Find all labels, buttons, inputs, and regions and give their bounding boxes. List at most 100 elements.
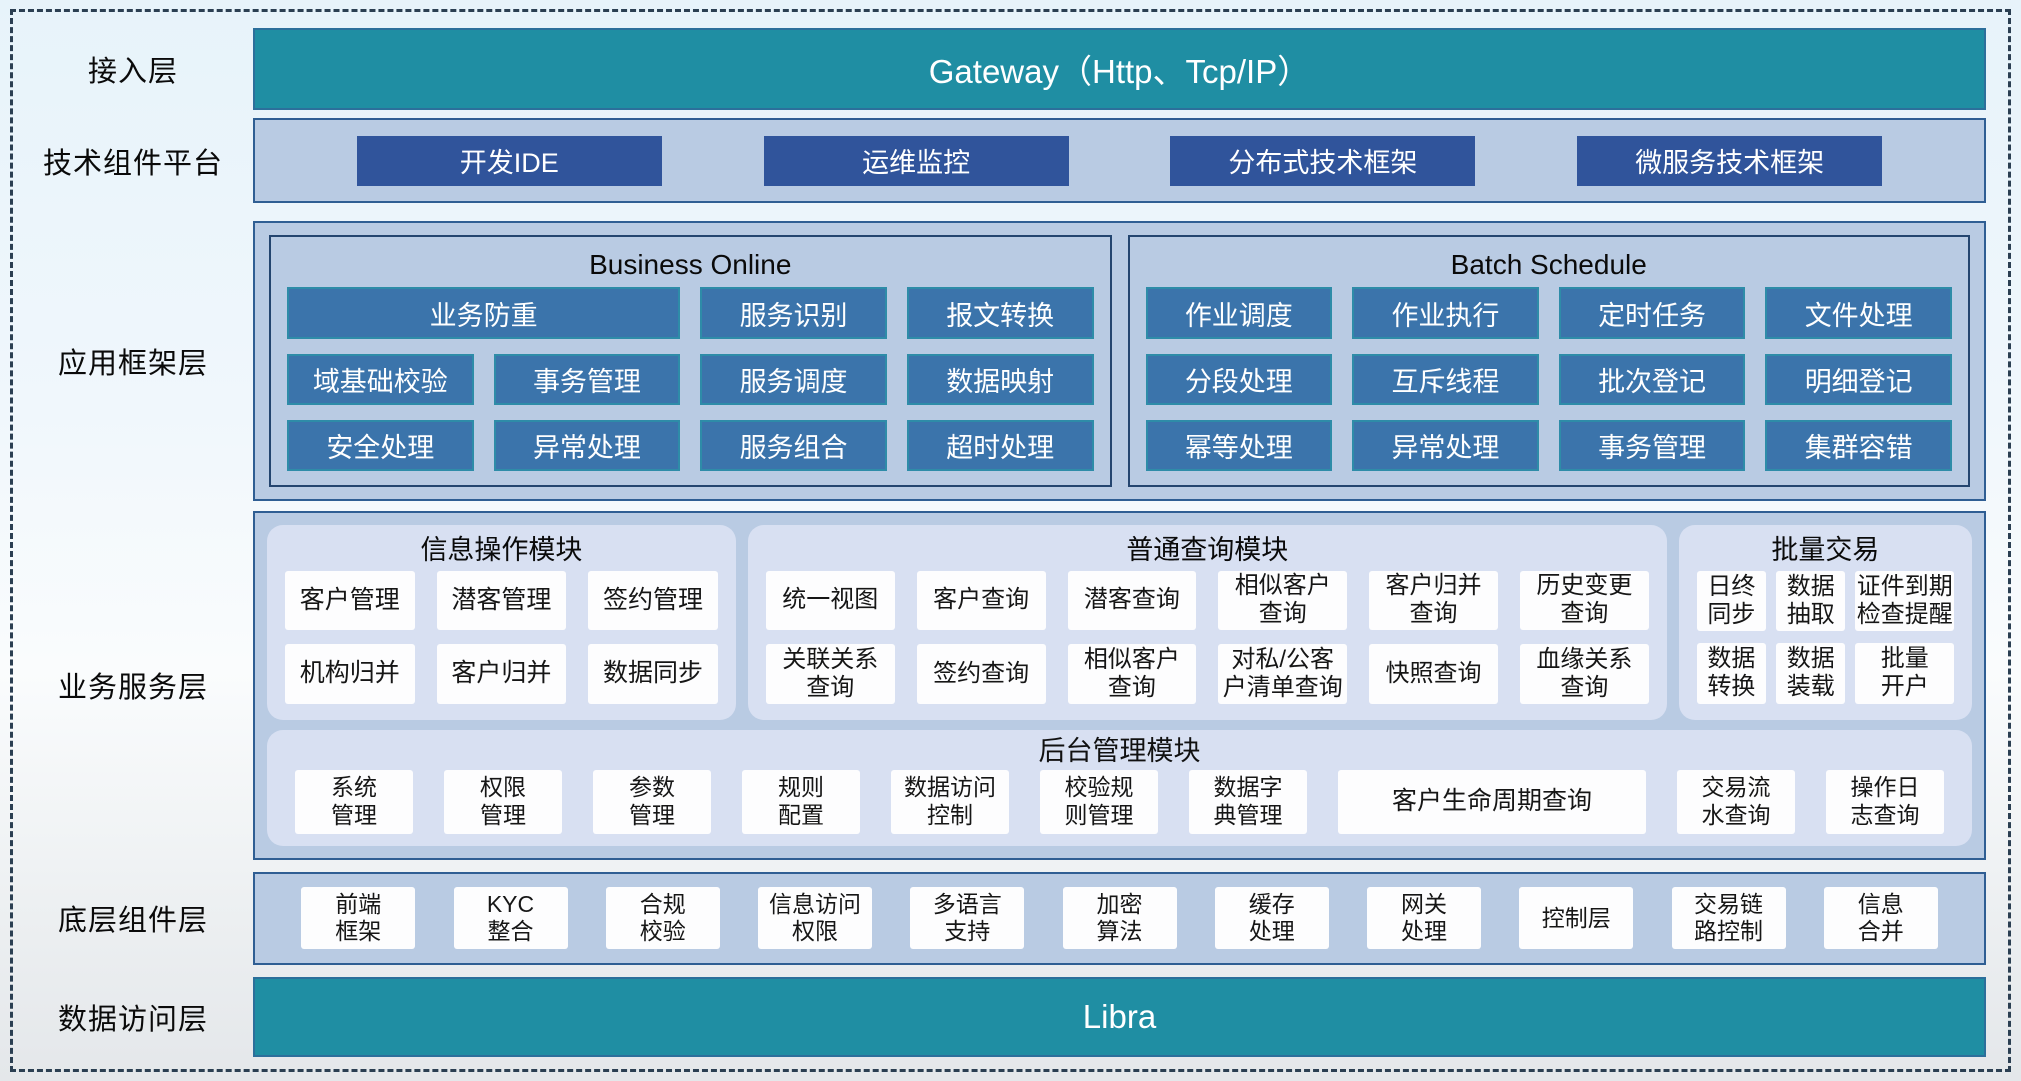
tech-platform-button: 分布式技术框架 bbox=[1170, 135, 1476, 186]
admin-module-button: 参数 管理 bbox=[593, 769, 711, 834]
query-module-title: 普通查询模块 bbox=[1126, 534, 1289, 565]
layer-label-access: 接入层 bbox=[87, 55, 178, 88]
query-module-button: 历史变更 查询 bbox=[1519, 570, 1649, 631]
info-module-title: 信息操作模块 bbox=[420, 534, 583, 565]
query-module-button: 快照查询 bbox=[1369, 644, 1498, 704]
admin-module-button: 操作日 志查询 bbox=[1826, 769, 1944, 834]
business-service-panel: 信息操作模块 客户管理 潜客管理 签约管理 机构归并 客户归并 数据同步 bbox=[253, 510, 1986, 860]
base-components-row: 底层组件层 前端 框架 KYC 整合 合规 校验 信息访问 权限 多语言 支持 … bbox=[13, 871, 1986, 966]
base-component-button: 信息 合并 bbox=[1823, 887, 1938, 950]
business-online-title: Business Online bbox=[589, 249, 792, 281]
query-module-button: 签约查询 bbox=[916, 644, 1046, 704]
batch-trade-button: 证件到期 检查提醒 bbox=[1855, 570, 1954, 632]
batch-schedule-button: 文件处理 bbox=[1765, 287, 1952, 339]
business-online-button: 异常处理 bbox=[493, 419, 681, 471]
base-component-button: 多语言 支持 bbox=[910, 887, 1025, 950]
batch-trade-title: 批量交易 bbox=[1771, 534, 1880, 565]
query-module-button: 关联关系 查询 bbox=[765, 644, 895, 704]
tech-platform-button: 运维监控 bbox=[763, 135, 1069, 186]
batch-schedule-button: 定时任务 bbox=[1558, 287, 1746, 339]
base-components-panel: 前端 框架 KYC 整合 合规 校验 信息访问 权限 多语言 支持 加密 算法 … bbox=[253, 871, 1986, 966]
admin-module-button: 数据字 典管理 bbox=[1189, 769, 1307, 834]
base-component-button: 交易链 路控制 bbox=[1671, 887, 1786, 950]
admin-module-title: 后台管理模块 bbox=[1038, 735, 1201, 766]
info-module-button: 客户管理 bbox=[285, 570, 415, 631]
base-component-button: KYC 整合 bbox=[453, 887, 568, 950]
business-online-button: 服务组合 bbox=[700, 419, 887, 471]
layer-label-data-access: 数据访问层 bbox=[57, 1004, 208, 1037]
batch-schedule-button: 明细登记 bbox=[1765, 353, 1952, 405]
access-layer-row: 接入层 Gateway（Http、Tcp/IP） bbox=[13, 28, 1986, 110]
batch-schedule-title: Batch Schedule bbox=[1450, 249, 1647, 281]
business-online-button: 服务调度 bbox=[700, 353, 887, 405]
info-module-box: 信息操作模块 客户管理 潜客管理 签约管理 机构归并 客户归并 数据同步 bbox=[267, 524, 736, 720]
business-online-button: 事务管理 bbox=[493, 353, 681, 405]
business-service-row: 业务服务层 信息操作模块 客户管理 潜客管理 签约管理 机构归并 客户归并 bbox=[13, 510, 1986, 860]
admin-module-button: 交易流 水查询 bbox=[1677, 769, 1795, 834]
business-online-button: 服务识别 bbox=[700, 287, 887, 339]
info-module-button: 签约管理 bbox=[588, 570, 718, 631]
base-component-button: 信息访问 权限 bbox=[758, 887, 872, 950]
layer-label-business-service: 业务服务层 bbox=[57, 672, 208, 705]
query-module-button: 血缘关系 查询 bbox=[1519, 644, 1649, 704]
business-online-button: 域基础校验 bbox=[287, 353, 474, 405]
base-component-button: 合规 校验 bbox=[605, 887, 720, 950]
query-module-button: 统一视图 bbox=[765, 570, 895, 631]
business-online-box: Business Online 业务防重 服务识别 报文转换 域基础校验 事务管… bbox=[269, 235, 1112, 487]
batch-schedule-button: 幂等处理 bbox=[1145, 419, 1333, 471]
app-framework-row: 应用框架层 Business Online 业务防重 服务识别 报文转换 域基础… bbox=[13, 221, 1986, 501]
batch-schedule-box: Batch Schedule 作业调度 作业执行 定时任务 文件处理 分段处理 … bbox=[1127, 235, 1970, 487]
base-component-button: 网关 处理 bbox=[1367, 887, 1481, 950]
base-component-button: 缓存 处理 bbox=[1214, 887, 1329, 950]
batch-schedule-button: 集群容错 bbox=[1765, 419, 1952, 471]
admin-module-box: 后台管理模块 系统 管理 权限 管理 参数 管理 规则 配置 数据访问 控制 校… bbox=[267, 729, 1972, 846]
base-component-button: 控制层 bbox=[1519, 887, 1634, 950]
info-module-button: 潜客管理 bbox=[436, 570, 567, 631]
query-module-button: 相似客户 查询 bbox=[1218, 570, 1348, 631]
admin-module-button: 规则 配置 bbox=[742, 769, 860, 834]
admin-module-button: 权限 管理 bbox=[444, 769, 562, 834]
query-module-button: 潜客查询 bbox=[1067, 570, 1197, 631]
info-module-button: 机构归并 bbox=[285, 644, 415, 704]
dashed-frame: 接入层 Gateway（Http、Tcp/IP） 技术组件平台 开发IDE 运维… bbox=[10, 9, 2011, 1072]
batch-schedule-button: 批次登记 bbox=[1558, 353, 1746, 405]
batch-trade-button: 数据 装载 bbox=[1776, 643, 1846, 704]
admin-module-button: 校验规 则管理 bbox=[1040, 769, 1158, 834]
batch-trade-button: 数据 转换 bbox=[1696, 643, 1767, 704]
libra-bar: Libra bbox=[253, 977, 1986, 1057]
layer-label-app-framework: 应用框架层 bbox=[57, 348, 208, 381]
query-module-button: 客户查询 bbox=[916, 570, 1046, 631]
batch-trade-box: 批量交易 日终 同步 数据 抽取 证件到期 检查提醒 数据 转换 数据 装载 批… bbox=[1678, 524, 1972, 720]
batch-schedule-button: 事务管理 bbox=[1558, 419, 1746, 471]
gateway-bar: Gateway（Http、Tcp/IP） bbox=[253, 28, 1986, 110]
base-component-button: 前端 框架 bbox=[301, 887, 416, 950]
tech-platform-panel: 开发IDE 运维监控 分布式技术框架 微服务技术框架 bbox=[253, 117, 1986, 204]
query-module-button: 对私/公客 户清单查询 bbox=[1218, 644, 1348, 704]
tech-platform-row: 技术组件平台 开发IDE 运维监控 分布式技术框架 微服务技术框架 bbox=[13, 117, 1986, 204]
data-access-row: 数据访问层 Libra bbox=[13, 977, 1986, 1057]
business-online-button: 安全处理 bbox=[287, 419, 474, 471]
business-online-button: 超时处理 bbox=[906, 419, 1094, 471]
batch-schedule-button: 互斥线程 bbox=[1352, 353, 1539, 405]
query-module-button: 相似客户 查询 bbox=[1067, 644, 1197, 704]
batch-trade-button: 数据 抽取 bbox=[1776, 570, 1846, 632]
tech-platform-button: 开发IDE bbox=[356, 135, 662, 186]
batch-trade-button: 批量 开户 bbox=[1855, 643, 1954, 704]
batch-schedule-button: 异常处理 bbox=[1352, 419, 1539, 471]
app-framework-panel: Business Online 业务防重 服务识别 报文转换 域基础校验 事务管… bbox=[253, 221, 1986, 501]
query-module-box: 普通查询模块 统一视图 客户查询 潜客查询 相似客户 查询 客户归并 查询 历史… bbox=[747, 524, 1667, 720]
business-online-button: 业务防重 bbox=[287, 287, 681, 339]
batch-schedule-button: 分段处理 bbox=[1145, 353, 1333, 405]
info-module-button: 客户归并 bbox=[436, 644, 567, 704]
query-module-button: 客户归并 查询 bbox=[1369, 570, 1498, 631]
info-module-button: 数据同步 bbox=[588, 644, 718, 704]
admin-module-button: 客户生命周期查询 bbox=[1338, 769, 1646, 834]
layer-label-base-components: 底层组件层 bbox=[57, 905, 208, 938]
batch-schedule-button: 作业执行 bbox=[1352, 287, 1539, 339]
tech-platform-button: 微服务技术框架 bbox=[1577, 135, 1883, 186]
batch-trade-button: 日终 同步 bbox=[1696, 570, 1767, 632]
base-component-button: 加密 算法 bbox=[1062, 887, 1177, 950]
admin-module-button: 数据访问 控制 bbox=[891, 769, 1009, 834]
batch-schedule-button: 作业调度 bbox=[1145, 287, 1333, 339]
